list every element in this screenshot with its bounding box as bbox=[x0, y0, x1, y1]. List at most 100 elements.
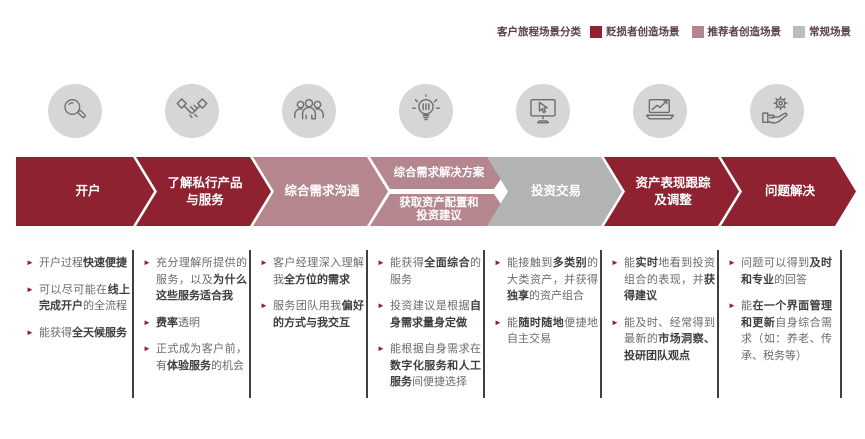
bullet-item: ► 服务团队用我偏好的方式与我交互 bbox=[260, 298, 364, 331]
bullet-text-segment: 能及时、经常得到最新的 bbox=[624, 316, 715, 346]
bullet-text-segment: 的机会 bbox=[211, 359, 244, 372]
stage-bullet-column: ► 能实时地看到投资组合的表现，并获得建议 ► 能及时、经常得到最新的市场洞察、投研团… bbox=[611, 255, 715, 374]
bullet-item: ►能在一个界面管理和更新自身综合需求（如：养老、传承、税务等） bbox=[728, 298, 832, 364]
bullet-arrow-icon: ► bbox=[728, 301, 736, 310]
bullet-text-emphasis: 快速便捷 bbox=[83, 257, 127, 269]
bullet-arrow-icon: ► bbox=[26, 258, 34, 267]
bullet-text: 费率透明 bbox=[156, 317, 200, 329]
bullet-text-segment: 正式成为客户前，有 bbox=[156, 343, 247, 372]
journey-stage-chevron: 问题解决 bbox=[721, 157, 856, 226]
journey-stage-chevron-top: 综合需求解决方案 bbox=[370, 157, 505, 189]
bullet-text-emphasis: 市场洞察、投研团队观点 bbox=[624, 333, 716, 362]
monitor-cursor-icon bbox=[515, 84, 570, 138]
bullet-text-segment: 投资建议是根据 bbox=[390, 300, 470, 312]
bullet-text-segment: 能根据自身需求在 bbox=[390, 343, 481, 355]
bullet-text: 开户过程快速便捷 bbox=[39, 257, 127, 269]
stage-bullet-column: ► 充分理解所提供的服务，以及为什么这些服务适合我 ► 费率透明 ► 正式成为客户前，有体… bbox=[143, 255, 247, 384]
bullet-item: ► 问题可以得到及时和专业的回答 bbox=[728, 255, 832, 288]
bullet-text-emphasis: 独享 bbox=[507, 290, 529, 302]
bullet-text-segment: 能 bbox=[741, 300, 753, 312]
bullet-text: 能及时、经常得到最新的市场洞察、投研团队观点 bbox=[624, 317, 715, 362]
legend-title: 客户旅程场景分类 bbox=[497, 26, 581, 38]
bullet-item: ►可以尽可能在线上完成开户的全流程 bbox=[26, 282, 130, 315]
hand-gear-icon bbox=[749, 84, 804, 138]
bullet-item: ► 费率透明 bbox=[143, 315, 247, 332]
column-divider bbox=[840, 250, 842, 398]
bullet-arrow-icon: ► bbox=[260, 301, 268, 310]
bullet-text: 能根据自身需求在数字化服务和人工服务间便捷选择 bbox=[390, 343, 481, 388]
bullet-text-segment: 充分理解所提供的服务，以及 bbox=[156, 257, 247, 286]
bullet-text-emphasis: 实时 bbox=[635, 257, 659, 269]
bullet-text-emphasis: 全面综合 bbox=[424, 257, 471, 269]
journey-stage-chevron: 了解私行产品 与服务 bbox=[136, 157, 271, 226]
bullet-arrow-icon: ► bbox=[494, 317, 502, 327]
column-divider bbox=[366, 250, 368, 398]
legend-items: 贬损者创造场景推荐者创造场景常规场景 bbox=[590, 24, 851, 39]
bullet-text-segment: 便捷地自主交易 bbox=[507, 316, 599, 346]
journey-stage-chevron: 综合需求沟通 bbox=[253, 157, 388, 226]
bullet-arrow-icon: ► bbox=[143, 344, 151, 353]
stage-label: 投资交易 bbox=[530, 184, 581, 199]
bullet-arrow-icon: ► bbox=[143, 258, 151, 267]
bullet-text: 问题可以得到及时和专业的回答 bbox=[741, 257, 832, 286]
bullet-arrow-icon: ► bbox=[377, 258, 385, 267]
bullet-text-emphasis: 为什么这些服务适合我 bbox=[156, 273, 248, 303]
bullet-item: ► 能随时随地便捷地自主交易 bbox=[494, 315, 598, 348]
bullet-text-emphasis: 全天候服务 bbox=[72, 326, 127, 339]
bullet-item: ►客户经理深入理解我全方位的需求 bbox=[260, 255, 364, 288]
bullet-text-emphasis: 多类别 bbox=[552, 257, 588, 269]
stage-label: 开户 bbox=[75, 184, 101, 199]
stage-label: 资产表现跟踪 及调整 bbox=[635, 176, 711, 207]
journey-chevron-band: 开户 了解私行产品 与服务综合需求沟通综合需求解决方案获取资产配置和 投资建议 投资… bbox=[0, 157, 865, 226]
stage-icons-row bbox=[0, 84, 865, 138]
bullet-text: 能实时地看到投资组合的表现，并获得建议 bbox=[624, 257, 715, 302]
stage-label: 了解私行产品 与服务 bbox=[167, 176, 243, 207]
bullet-item: ► 能及时、经常得到最新的市场洞察、投研团队观点 bbox=[611, 315, 715, 365]
bullet-text-segment: 的回答 bbox=[774, 273, 807, 286]
bullet-item: ► 能实时地看到投资组合的表现，并获得建议 bbox=[611, 255, 715, 305]
journey-stage-chevron-bottom: 获取资产配置和 投资建议 bbox=[370, 194, 505, 226]
stage-label: 综合需求解决方案 bbox=[393, 166, 485, 179]
bullet-arrow-icon: ► bbox=[611, 258, 619, 267]
column-divider bbox=[249, 250, 251, 398]
legend-item: 常规场景 bbox=[793, 24, 851, 39]
bullet-text-emphasis: 体验服务 bbox=[167, 359, 211, 372]
bullet-arrow-icon: ► bbox=[260, 258, 268, 267]
bullet-text-emphasis: 自身需求量身定做 bbox=[390, 300, 481, 329]
bullet-item: ► 开户过程快速便捷 bbox=[26, 255, 130, 272]
column-divider bbox=[717, 250, 719, 398]
bullet-text-segment: 可以尽可能在 bbox=[39, 283, 108, 296]
bullet-arrow-icon: ► bbox=[494, 258, 502, 267]
bullet-item: ► 能获得全面综合的服务 bbox=[377, 255, 481, 288]
bullet-arrow-icon: ► bbox=[728, 258, 736, 267]
bullet-item: ►能获得全天候服务 bbox=[26, 325, 130, 342]
bullet-arrow-icon: ► bbox=[377, 301, 385, 310]
bullet-arrow-icon: ► bbox=[143, 317, 151, 327]
bullet-text-segment: 服务团队用我 bbox=[273, 300, 342, 312]
journey-stage-chevron: 资产表现跟踪 及调整 bbox=[604, 157, 739, 226]
legend-item-label: 常规场景 bbox=[809, 26, 851, 38]
column-divider bbox=[600, 250, 602, 398]
bullet-text: 能获得全面综合的服务 bbox=[390, 257, 481, 286]
stage-bullet-column: ► 能接触到多类别的大类资产，并获得独享的资产组合 ► 能随时随地便捷地自主交易 bbox=[494, 255, 598, 358]
bullet-arrow-icon: ► bbox=[26, 284, 34, 294]
bullet-arrow-icon: ► bbox=[611, 317, 619, 327]
bullet-text-segment: 地看到投资组合的表现，并 bbox=[624, 257, 716, 286]
bullet-text-segment: 能 bbox=[507, 316, 519, 329]
stage-label: 获取资产配置和 投资建议 bbox=[399, 197, 479, 222]
bullet-text-emphasis: 数字化服务和人工服务 bbox=[390, 359, 481, 389]
bullet-text-segment: 能 bbox=[624, 257, 636, 269]
column-divider bbox=[132, 250, 134, 398]
journey-stage-chevron: 开户 bbox=[16, 157, 154, 226]
bullet-item: ► 投资建议是根据自身需求量身定做 bbox=[377, 298, 481, 331]
bullet-text-segment: 问题可以得到 bbox=[741, 257, 810, 269]
laptop-chart-icon bbox=[632, 84, 687, 138]
legend-item-label: 贬损者创造场景 bbox=[606, 26, 680, 38]
stage-bullet-column: ►开户过程快速便捷►可以尽可能在线上完成开户的全流程►能获得全天候服务 bbox=[26, 255, 130, 351]
bullet-text-segment: 的服务 bbox=[390, 257, 482, 286]
bullet-arrow-icon: ► bbox=[377, 344, 385, 353]
bullet-text-segment: 开户过程 bbox=[39, 257, 83, 269]
bullet-text-emphasis: 偏好的方式与我交互 bbox=[273, 300, 365, 329]
bullet-text: 能接触到多类别的大类资产，并获得独享的资产组合 bbox=[507, 257, 598, 302]
bullet-text-emphasis: 随时随地 bbox=[518, 316, 565, 329]
